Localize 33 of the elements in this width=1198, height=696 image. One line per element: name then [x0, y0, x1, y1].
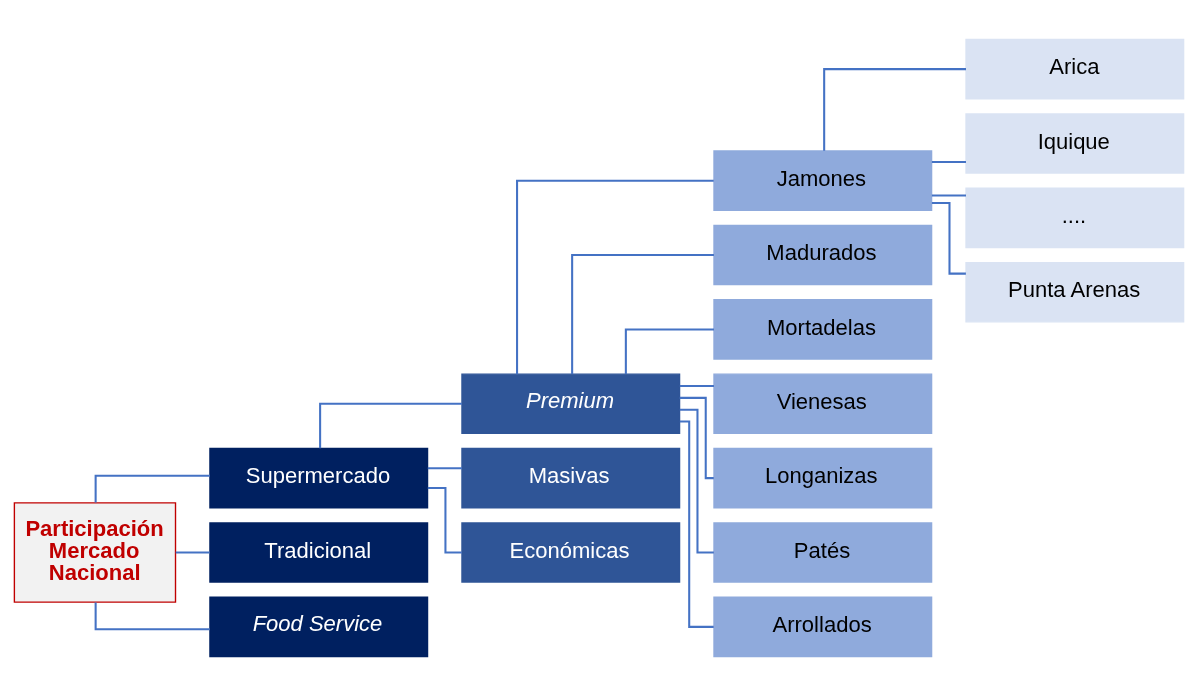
node-box: Económicas	[461, 522, 681, 583]
node-box: Food Service	[209, 596, 429, 658]
node-box: Premium	[461, 373, 681, 435]
node-box: Iquique	[965, 113, 1185, 174]
connector	[679, 420, 714, 628]
node-box: Mortadelas	[713, 299, 933, 360]
node-box: Arica	[965, 38, 1185, 100]
connector	[679, 384, 714, 388]
connector	[175, 551, 210, 554]
node-box: Participación Mercado Nacional	[13, 502, 177, 603]
node-box: Punta Arenas	[965, 261, 1185, 323]
connector	[319, 402, 462, 449]
node-box: Supermercado	[209, 447, 429, 509]
connector	[94, 602, 210, 631]
connector	[624, 328, 714, 374]
connector	[427, 467, 462, 470]
node-box: ....	[965, 187, 1185, 249]
node-box: Vienesas	[713, 373, 933, 435]
connector	[931, 161, 966, 164]
connector	[679, 396, 714, 480]
connector	[931, 194, 966, 197]
node-box: Tradicional	[209, 522, 429, 583]
node-box: Patés	[713, 522, 933, 583]
connector	[823, 68, 966, 151]
node-box: Masivas	[461, 447, 681, 509]
node-box: Madurados	[713, 224, 933, 286]
node-box: Arrollados	[713, 596, 933, 658]
connector	[571, 254, 714, 375]
connector	[516, 179, 714, 375]
connector	[94, 474, 210, 503]
node-box: Longanizas	[713, 447, 933, 509]
connector	[679, 408, 714, 554]
node-box: Jamones	[713, 150, 933, 211]
